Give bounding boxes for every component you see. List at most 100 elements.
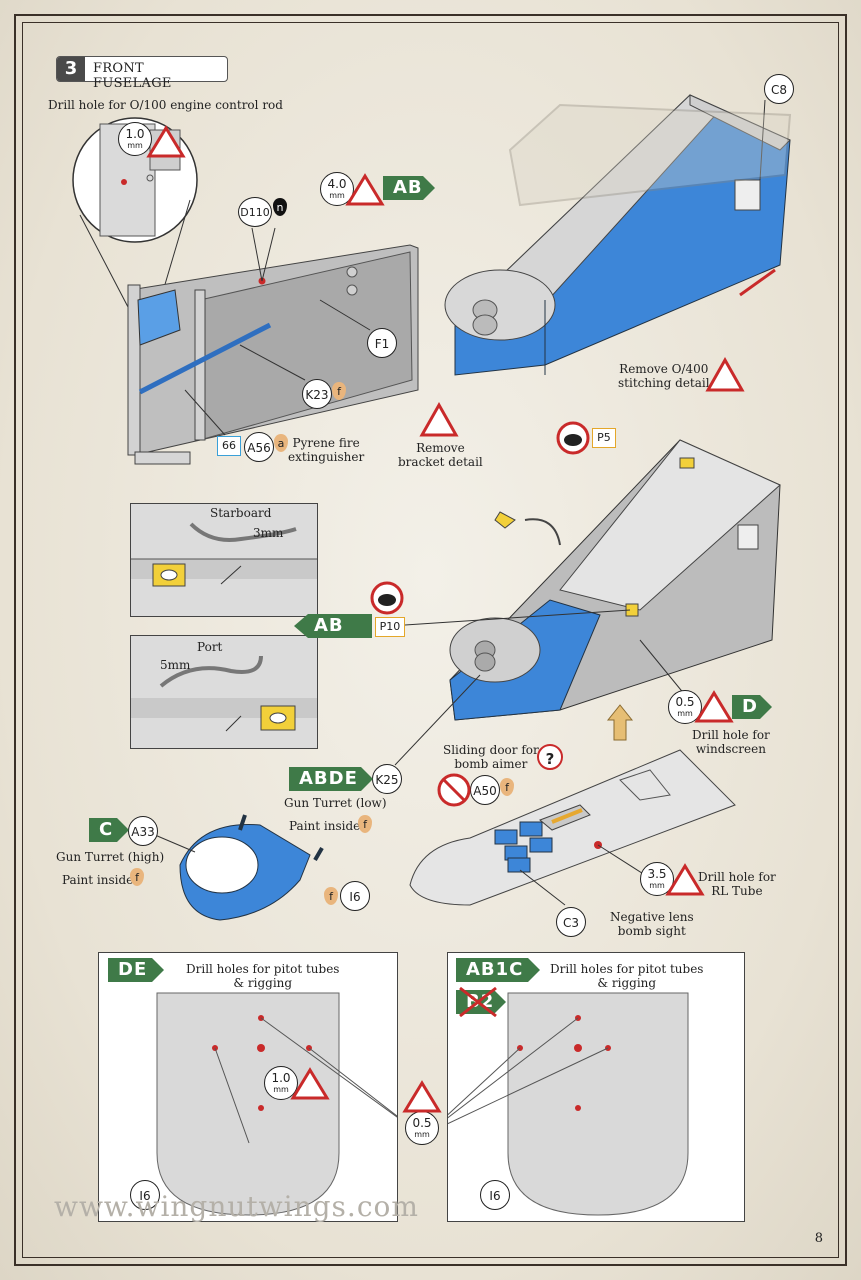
note-pitot-left: Drill holes for pitot tubes & rigging: [186, 962, 339, 990]
drill-size-1: 1.0 mm: [118, 122, 152, 156]
note-drill-windscreen: Drill hole for windscreen: [692, 728, 770, 756]
note-sliding-door-line1: Sliding door for: [443, 743, 539, 757]
scheme-tag-ab-mid: AB: [294, 614, 372, 638]
paint-code-f-turret-low: f: [358, 815, 372, 833]
step-number: 3: [57, 57, 85, 81]
page-border-outer: [14, 14, 847, 1266]
part-i6-left: I6: [130, 1180, 160, 1210]
note-pitot-left-line2: & rigging: [233, 976, 293, 990]
drill-size-4-value: 3.5: [647, 867, 667, 881]
part-a50: A50: [470, 775, 500, 805]
note-pyrene-line1: Pyrene fire: [292, 436, 360, 450]
pitot-panel-de: [98, 952, 420, 1222]
page-border-inner: [22, 22, 839, 1258]
note-pyrene: Pyrene fire extinguisher: [288, 436, 364, 464]
drill-size-5-value: 1.0: [271, 1071, 291, 1085]
gun-turret-high: [154, 814, 324, 921]
note-pitot-right-line2: & rigging: [597, 976, 657, 990]
part-k25: K25: [372, 764, 402, 794]
part-a56: A56: [244, 432, 274, 462]
drill-size-5: 1.0 mm: [264, 1066, 298, 1100]
part-f1: F1: [367, 328, 397, 358]
note-port-mm: 5mm: [160, 658, 191, 672]
note-negative-lens-line1: Negative lens: [610, 910, 694, 924]
note-remove-stitching-line1: Remove O/400: [619, 362, 709, 376]
part-p5: P5: [592, 428, 616, 448]
note-port: Port: [197, 640, 223, 654]
paint-code-n: n: [273, 198, 287, 216]
note-gun-turret-low: Gun Turret (low): [284, 796, 387, 810]
drill-size-1-value: 1.0: [125, 127, 145, 141]
note-sliding-door: Sliding door for bomb aimer: [443, 743, 539, 771]
drill-size-5-unit: mm: [273, 1085, 289, 1094]
nose-section-lower: [394, 439, 781, 766]
step-header: 3 FRONT FUSELAGE: [56, 56, 228, 91]
drill-size-6-value: 0.5: [412, 1116, 432, 1130]
step-title: FRONT FUSELAGE: [93, 61, 172, 91]
drill-size-3-unit: mm: [677, 709, 693, 718]
fuselage-side-panel: [127, 227, 419, 465]
wingnut-logo: [508, 103, 792, 207]
nose-underside-right: [427, 992, 689, 1216]
note-remove-bracket-line2: bracket detail: [398, 455, 483, 469]
drill-size-1-unit: mm: [127, 141, 143, 150]
cross-out-icon: [459, 986, 497, 1018]
port-detail-drawing: [131, 636, 317, 748]
note-paint-inside-low: Paint inside: [289, 819, 361, 833]
note-pitot-right: Drill holes for pitot tubes & rigging: [550, 962, 703, 990]
part-d110: D110: [238, 197, 272, 227]
page-number: 8: [814, 1231, 823, 1246]
note-drill-windscreen-line2: windscreen: [695, 742, 766, 756]
part-i6-right: I6: [480, 1180, 510, 1210]
paint-code-a: a: [274, 434, 288, 452]
note-pitot-right-line1: Drill holes for pitot tubes: [550, 962, 704, 976]
part-i6-floor: I6: [340, 881, 370, 911]
scheme-tag-de: DE: [108, 958, 164, 982]
drill-size-2: 4.0 mm: [320, 172, 354, 206]
note-drill-rl-line2: RL Tube: [711, 884, 763, 898]
note-negative-lens: Negative lens bomb sight: [610, 910, 694, 938]
box-66: 66: [217, 436, 241, 456]
note-drill-rl-tube: Drill hole for RL Tube: [698, 870, 776, 898]
drill-size-4-unit: mm: [649, 881, 665, 890]
note-remove-stitching-line2: stitching detail: [618, 376, 710, 390]
note-remove-stitching: Remove O/400 stitching detail: [618, 362, 710, 390]
question-icon: ?: [537, 744, 563, 770]
drill-size-6: 0.5 mm: [405, 1111, 439, 1145]
paint-code-f-turret-high: f: [130, 868, 144, 886]
floor-panel: [409, 749, 736, 906]
up-arrow: [606, 704, 634, 741]
part-p10: P10: [375, 617, 405, 637]
part-c3: C3: [556, 907, 586, 937]
port-detail-panel: [130, 635, 318, 749]
part-k23: K23: [302, 379, 332, 409]
nose-section-upper: [444, 94, 791, 376]
note-drill-windscreen-line1: Drill hole for: [692, 728, 770, 742]
part-c8: C8: [764, 74, 794, 104]
drill-size-4: 3.5 mm: [640, 862, 674, 896]
paint-code-f-i6: f: [324, 887, 338, 905]
note-remove-bracket: Remove bracket detail: [398, 441, 483, 469]
drill-size-3: 0.5 mm: [668, 690, 702, 724]
note-drill-rl-line1: Drill hole for: [698, 870, 776, 884]
watermark-url: www.wingnutwings.com: [54, 1190, 419, 1223]
note-starboard: Starboard: [210, 506, 272, 520]
note-paint-inside-high: Paint inside: [62, 873, 134, 887]
note-gun-turret-high: Gun Turret (high): [56, 850, 165, 864]
scheme-tag-ab1c: AB1C: [456, 958, 540, 982]
note-pyrene-line2: extinguisher: [288, 450, 365, 464]
note-pitot-left-line1: Drill holes for pitot tubes: [186, 962, 340, 976]
drill-size-3-value: 0.5: [675, 695, 695, 709]
drill-size-2-unit: mm: [329, 191, 345, 200]
note-sliding-door-line2: bomb aimer: [454, 757, 528, 771]
drill-size-2-value: 4.0: [327, 177, 347, 191]
starboard-detail-drawing: [131, 504, 317, 616]
drill-size-6-unit: mm: [414, 1130, 430, 1139]
part-a33: A33: [128, 816, 158, 846]
paint-code-f-k23: f: [332, 382, 346, 400]
note-starboard-mm: 3mm: [253, 526, 284, 540]
scheme-tag-abde: ABDE: [289, 767, 373, 791]
note-negative-lens-line2: bomb sight: [617, 924, 686, 938]
scheme-tag-ab-top: AB: [383, 176, 435, 200]
